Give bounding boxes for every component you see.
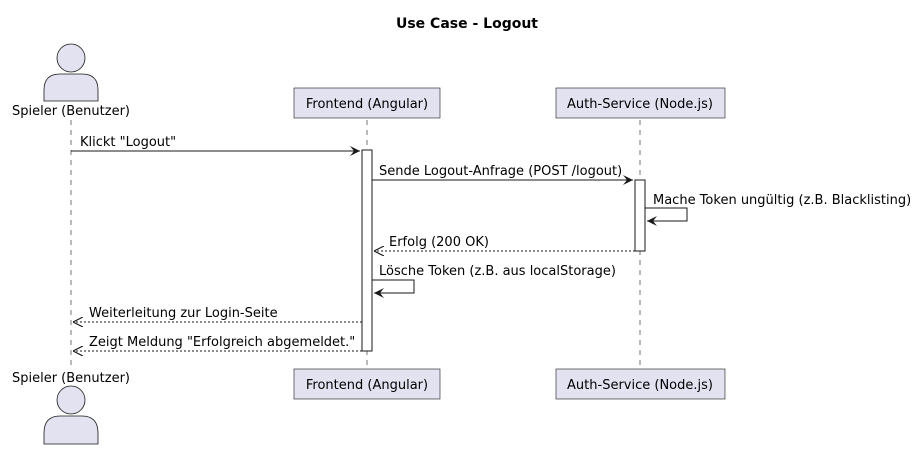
message-self-arrow <box>645 207 688 226</box>
participant-frontend-top: Frontend (Angular) <box>293 87 441 119</box>
participant-auth-label-bottom: Auth-Service (Node.js) <box>567 378 713 393</box>
message-label: Erfolg (200 OK) <box>389 235 489 250</box>
message-label: Weiterleitung zur Login-Seite <box>89 306 278 321</box>
message-label: Lösche Token (z.B. aus localStorage) <box>379 264 616 279</box>
actor-head-icon <box>56 43 86 73</box>
message-label: Zeigt Meldung "Erfolgreich abgemeldet." <box>89 335 355 350</box>
activation-auth <box>634 179 646 252</box>
message-logout-request: Sende Logout-Anfrage (POST /logout) <box>372 164 633 185</box>
diagram-title: Use Case - Logout <box>396 16 538 32</box>
message-redirect-login: Weiterleitung zur Login-Seite <box>73 306 362 322</box>
activation-frontend <box>361 149 373 352</box>
actor-user-label-bottom: Spieler (Benutzer) <box>12 371 130 386</box>
participant-box <box>555 368 726 400</box>
participant-box <box>555 87 726 119</box>
participant-box <box>293 368 441 400</box>
participant-auth-bottom: Auth-Service (Node.js) <box>555 368 726 400</box>
message-self-arrow <box>372 279 415 298</box>
message-label: Klickt "Logout" <box>80 135 176 150</box>
participant-frontend-label-bottom: Frontend (Angular) <box>306 378 428 393</box>
participant-box <box>293 87 441 119</box>
message-click-logout: Klickt "Logout" <box>71 135 360 156</box>
actor-user-bottom: Spieler (Benutzer) <box>12 371 130 445</box>
actor-user-label: Spieler (Benutzer) <box>12 104 130 119</box>
participant-auth-top: Auth-Service (Node.js) <box>555 87 726 119</box>
message-invalidate-token: Mache Token ungültig (z.B. Blacklisting) <box>645 193 911 226</box>
actor-user-top: Spieler (Benutzer) <box>12 43 130 119</box>
message-label: Sende Logout-Anfrage (POST /logout) <box>379 164 622 179</box>
message-label: Mache Token ungültig (z.B. Blacklisting) <box>653 193 911 208</box>
actor-body-icon <box>43 415 99 445</box>
message-delete-token: Lösche Token (z.B. aus localStorage) <box>372 264 616 298</box>
participant-auth-label: Auth-Service (Node.js) <box>567 97 713 112</box>
participant-frontend-bottom: Frontend (Angular) <box>293 368 441 400</box>
participant-frontend-label: Frontend (Angular) <box>306 97 428 112</box>
actor-head-icon <box>56 385 86 415</box>
message-show-notification: Zeigt Meldung "Erfolgreich abgemeldet." <box>73 335 362 351</box>
actor-body-icon <box>43 73 99 102</box>
message-success-response: Erfolg (200 OK) <box>374 235 635 251</box>
